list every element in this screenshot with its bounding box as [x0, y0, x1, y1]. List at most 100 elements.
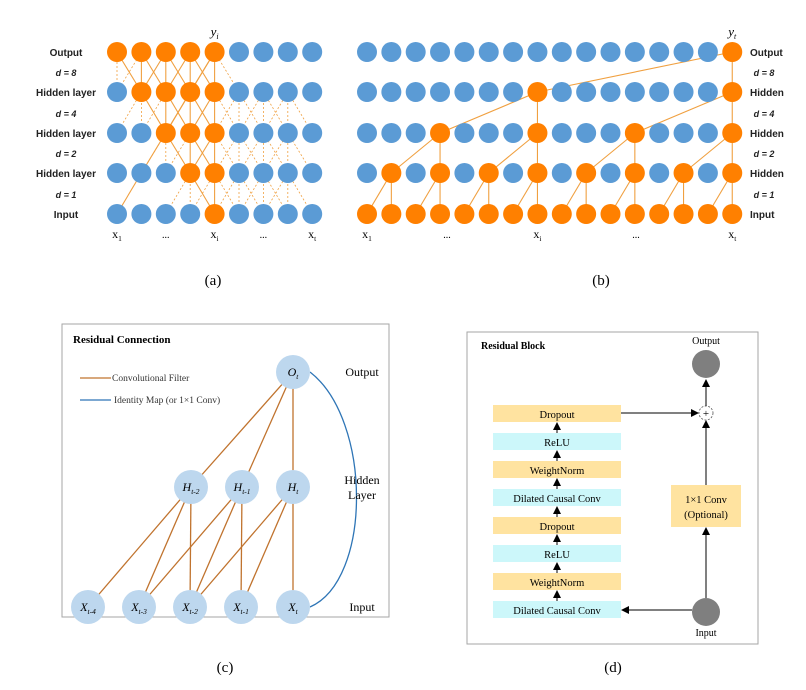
- layer-box-label: WeightNorm: [530, 578, 585, 589]
- node-active: [722, 163, 743, 183]
- node-inactive: [405, 82, 426, 102]
- node-active: [430, 123, 451, 143]
- panel-title: Residual Block: [481, 341, 546, 352]
- node-inactive: [649, 82, 670, 102]
- row-label: Hidden: [750, 169, 784, 180]
- output-node-label: Ot: [288, 365, 300, 381]
- node-inactive: [600, 82, 621, 102]
- conv-filter-edge: [190, 371, 294, 488]
- node-inactive: [357, 163, 377, 183]
- row-label: Input: [54, 210, 79, 221]
- input-node: [122, 590, 156, 624]
- hidden-node: [174, 470, 208, 504]
- input-label: x1: [362, 227, 372, 243]
- layer-box: [493, 461, 621, 478]
- node-inactive: [107, 163, 127, 183]
- layer-box: [493, 489, 621, 506]
- node-active: [624, 123, 645, 143]
- hidden-node: [225, 470, 259, 504]
- layer-box-label: Dropout: [540, 522, 575, 533]
- row-label: Hidden: [750, 88, 784, 99]
- node-inactive: [600, 123, 621, 143]
- node-inactive: [229, 123, 249, 143]
- row-label: d = 1: [56, 190, 77, 200]
- node-active: [405, 204, 426, 224]
- node-active: [381, 163, 402, 183]
- output-label: yi: [209, 24, 219, 41]
- panel-frame: [61, 323, 390, 618]
- layer-label-hidden: Hidden: [344, 473, 379, 487]
- node-inactive: [430, 42, 451, 62]
- node-active: [576, 163, 597, 183]
- node-active: [131, 42, 152, 62]
- ellipsis-label: ...: [260, 230, 268, 241]
- node-inactive: [277, 123, 298, 143]
- node-inactive: [576, 82, 597, 102]
- node-inactive: [600, 163, 621, 183]
- node-active: [204, 82, 225, 102]
- node-inactive: [454, 163, 475, 183]
- ellipsis-label: ...: [443, 230, 451, 241]
- node-active: [649, 204, 670, 224]
- node-inactive: [649, 163, 670, 183]
- node-active: [155, 82, 176, 102]
- skip-conv-label: 1×1 Conv: [685, 495, 728, 506]
- node-active: [624, 204, 645, 224]
- layer-label-layer: Layer: [348, 488, 376, 502]
- node-active: [551, 204, 572, 224]
- hidden-node-label: Ht-2: [182, 480, 200, 496]
- legend-conv-label: Convolutional Filter: [112, 374, 190, 384]
- input-label: xi: [533, 227, 541, 243]
- node-inactive: [405, 123, 426, 143]
- node-inactive: [277, 42, 298, 62]
- node-inactive: [503, 123, 524, 143]
- node-inactive: [302, 123, 323, 143]
- node-inactive: [229, 42, 249, 62]
- node-inactive: [649, 42, 670, 62]
- node-inactive: [253, 42, 274, 62]
- row-label: d = 2: [56, 149, 77, 159]
- input-node: [224, 590, 258, 624]
- conv-filter-edge: [189, 486, 294, 608]
- node-active: [527, 82, 548, 102]
- node-inactive: [229, 204, 249, 224]
- node-inactive: [253, 163, 274, 183]
- input-label: xi: [211, 227, 219, 243]
- node-inactive: [454, 42, 475, 62]
- node-inactive: [405, 163, 426, 183]
- edge-solid: [488, 132, 538, 174]
- node-inactive: [131, 204, 152, 224]
- node-active: [722, 82, 743, 102]
- node-active: [430, 204, 451, 224]
- input-node: [692, 598, 720, 626]
- hidden-node-label: Ht-1: [233, 480, 251, 496]
- node-inactive: [600, 42, 621, 62]
- node-inactive: [405, 42, 426, 62]
- panel-d-residual-block: Residual BlockDropoutReLUWeightNormDilat…: [466, 331, 759, 676]
- conv-filter-edge: [241, 371, 294, 488]
- node-active: [478, 204, 499, 224]
- edge-solid: [140, 51, 216, 174]
- skip-conv-box: [671, 485, 741, 527]
- node-inactive: [478, 42, 499, 62]
- node-inactive: [302, 204, 323, 224]
- layer-box: [493, 433, 621, 450]
- node-active: [673, 204, 694, 224]
- node-inactive: [673, 82, 694, 102]
- node-inactive: [697, 42, 718, 62]
- row-label: d = 8: [56, 68, 77, 78]
- conv-filter-edge: [138, 486, 192, 608]
- node-active: [430, 163, 451, 183]
- node-active: [155, 123, 176, 143]
- node-inactive: [131, 123, 152, 143]
- layer-box: [493, 405, 621, 422]
- panel-title: Residual Connection: [73, 334, 171, 346]
- node-inactive: [107, 204, 127, 224]
- node-inactive: [503, 42, 524, 62]
- node-active: [204, 163, 225, 183]
- sum-symbol: +: [703, 408, 709, 420]
- input-node: [71, 590, 105, 624]
- node-inactive: [302, 42, 323, 62]
- node-inactive: [673, 42, 694, 62]
